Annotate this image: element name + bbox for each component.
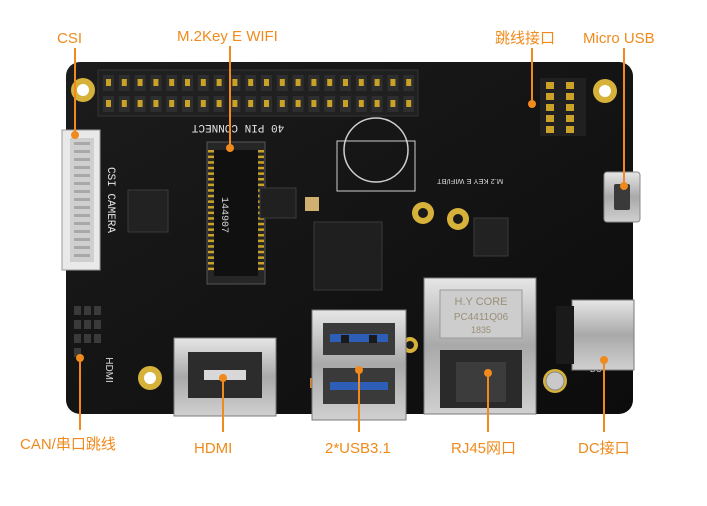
svg-text:M.2 KEY E WIFI/BT: M.2 KEY E WIFI/BT <box>437 177 504 186</box>
header-pin <box>121 79 127 86</box>
header-pin <box>106 100 111 107</box>
header-pin <box>279 79 285 86</box>
header-pin <box>216 79 222 86</box>
header-pin <box>390 79 396 86</box>
header-pin <box>343 100 348 107</box>
jumper-pin <box>566 82 574 89</box>
header-pin <box>374 79 380 86</box>
header-pin <box>264 79 269 86</box>
jumper-pin <box>566 115 574 122</box>
jumper-pin <box>566 126 574 133</box>
csi-silkscreen: CSI CAMERA <box>104 167 116 233</box>
jumper-header <box>540 78 586 136</box>
header-pin <box>185 79 190 86</box>
jumper-pin <box>546 126 554 133</box>
header-pin <box>169 79 175 86</box>
jumper-pin <box>546 104 554 111</box>
header-pin <box>406 100 412 107</box>
header-pin <box>279 100 285 107</box>
header-pin <box>200 100 206 107</box>
jumper-pin <box>566 104 574 111</box>
header-pin <box>106 79 111 86</box>
svg-text:144907: 144907 <box>218 197 229 233</box>
label-micro-usb: Micro USB <box>583 30 655 47</box>
svg-text:PC4411Q06: PC4411Q06 <box>454 312 509 323</box>
label-dc: DC接口 <box>578 440 630 457</box>
header-pin <box>216 100 222 107</box>
header-pin <box>185 100 190 107</box>
pointer-lines <box>74 46 625 432</box>
header-pin <box>232 79 238 86</box>
header-pin <box>153 79 159 86</box>
header-pin <box>137 100 143 107</box>
jumper-pin <box>546 93 554 100</box>
header-pin <box>121 100 127 107</box>
jumper-pin <box>546 115 554 122</box>
header-pin <box>295 100 301 107</box>
label-hdmi: HDMI <box>194 440 233 457</box>
header-pin <box>406 79 412 86</box>
header-pin <box>153 100 159 107</box>
soc-chip <box>313 221 383 291</box>
header-pin <box>311 79 317 86</box>
svg-text:HDMI: HDMI <box>103 357 114 383</box>
header-pin <box>374 100 380 107</box>
header-pin <box>169 100 175 107</box>
pointer-dots <box>71 100 628 382</box>
svg-text:H.Y CORE: H.Y CORE <box>455 296 508 308</box>
jumper-pin <box>546 82 554 89</box>
label-m2-wifi: M.2Key E WIFI <box>177 28 278 45</box>
header-pin <box>137 79 143 86</box>
header-pin <box>232 100 238 107</box>
label-usb: 2*USB3.1 <box>325 440 391 457</box>
header-pin <box>358 79 364 86</box>
can-serial-pins <box>74 306 101 357</box>
header-pin <box>200 79 206 86</box>
header-pin <box>248 79 254 86</box>
header-pin <box>390 100 396 107</box>
header-pin <box>343 79 348 86</box>
header-pin <box>327 100 333 107</box>
svg-text:1835: 1835 <box>471 325 491 335</box>
jumper-pin <box>566 93 574 100</box>
label-rj45: RJ45网口 <box>451 440 517 457</box>
header-pin <box>358 100 364 107</box>
header-pin <box>295 79 301 86</box>
label-can-serial: CAN/串口跳线 <box>20 436 116 453</box>
pin-header-40 <box>97 69 419 117</box>
label-csi: CSI <box>57 30 83 47</box>
header-pin <box>327 79 333 86</box>
pin-header-silkscreen: 40 PIN CONNECT <box>191 121 284 133</box>
header-pin <box>264 100 269 107</box>
header-pin <box>311 100 317 107</box>
label-jumper-interface: 跳线接口 <box>495 30 556 47</box>
header-pin <box>248 100 254 107</box>
